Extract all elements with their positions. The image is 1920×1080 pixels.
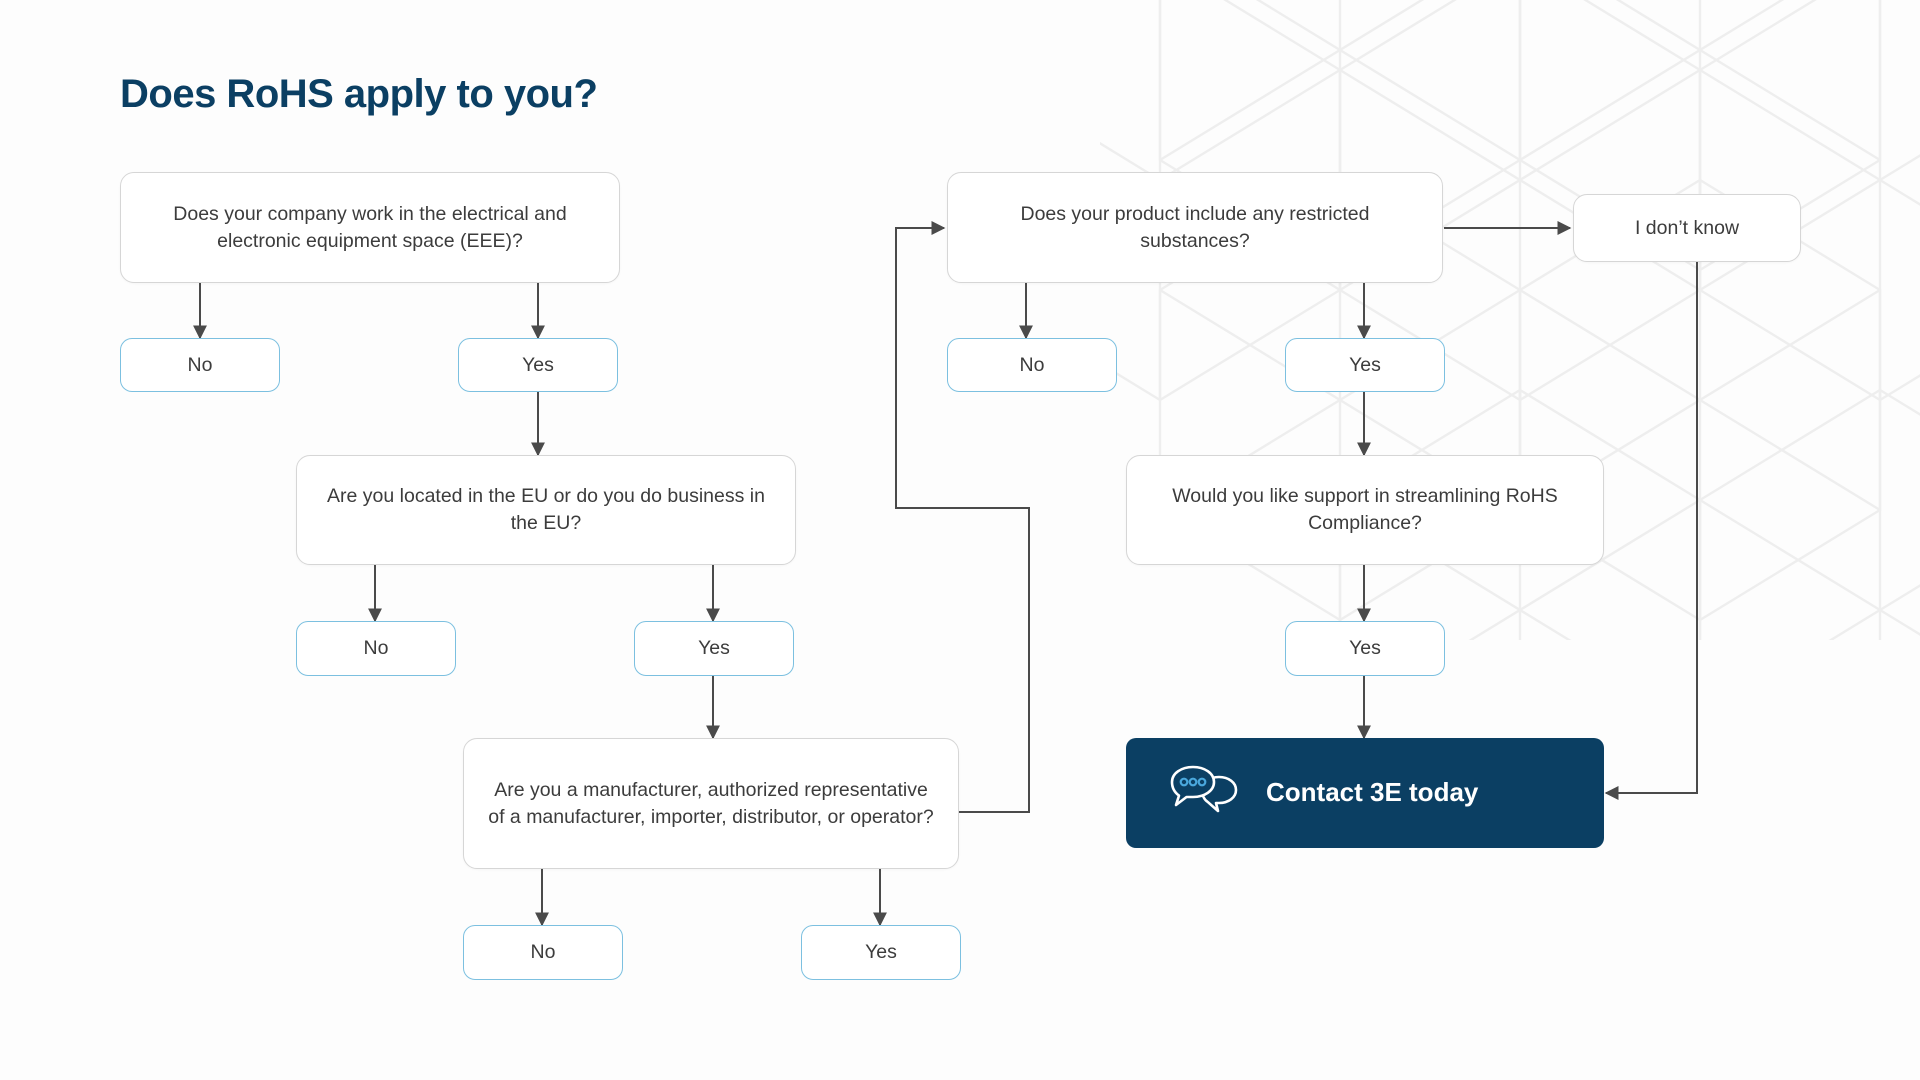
question-eu-location[interactable]: Are you located in the EU or do you do b… [296,455,796,565]
answer-q2-no[interactable]: No [296,621,456,676]
answer-q4-yes[interactable]: Yes [1285,338,1445,392]
question-support-streamlining[interactable]: Would you like support in streamlining R… [1126,455,1604,565]
answer-q1-no-label: No [187,353,213,376]
answer-q2-yes[interactable]: Yes [634,621,794,676]
contact-3e-today-label: Contact 3E today [1266,777,1479,808]
page-title: Does RoHS apply to you? [120,72,598,116]
edge-q3-to-q4 [895,221,1030,813]
answer-q4-i-dont-know[interactable]: I don’t know [1573,194,1801,262]
answer-q2-no-label: No [363,637,389,660]
answer-q1-no[interactable]: No [120,338,280,392]
answer-q4-yes-label: Yes [1349,353,1381,376]
answer-q3-yes-label: Yes [865,941,897,964]
answer-q4-no-label: No [1019,353,1045,376]
question-eu-location-label: Are you located in the EU or do you do b… [327,485,765,534]
question-role-type-label: Are you a manufacturer, authorized repre… [488,778,934,828]
question-role-type[interactable]: Are you a manufacturer, authorized repre… [463,738,959,869]
answer-q1-yes-label: Yes [522,353,554,376]
edge-unknown-to-cta [1604,262,1698,800]
answer-q4-no[interactable]: No [947,338,1117,392]
chat-bubbles-icon [1170,765,1238,813]
answer-q3-no[interactable]: No [463,925,623,980]
answer-q1-yes[interactable]: Yes [458,338,618,392]
question-eee-space-label: Does your company work in the electrical… [173,202,567,252]
answer-q4-i-dont-know-label: I don’t know [1634,216,1740,239]
question-eee-space[interactable]: Does your company work in the electrical… [120,172,620,283]
answer-q2-yes-label: Yes [698,637,730,660]
question-restricted-substances-label: Does your product include any restricted… [1020,202,1370,252]
question-support-streamlining-label: Would you like support in streamlining R… [1172,485,1558,534]
answer-q5-yes[interactable]: Yes [1285,621,1445,676]
question-restricted-substances[interactable]: Does your product include any restricted… [947,172,1443,283]
contact-3e-today-button[interactable]: Contact 3E today [1126,738,1604,848]
answer-q3-no-label: No [530,941,556,964]
answer-q5-yes-label: Yes [1349,637,1381,660]
answer-q3-yes[interactable]: Yes [801,925,961,980]
